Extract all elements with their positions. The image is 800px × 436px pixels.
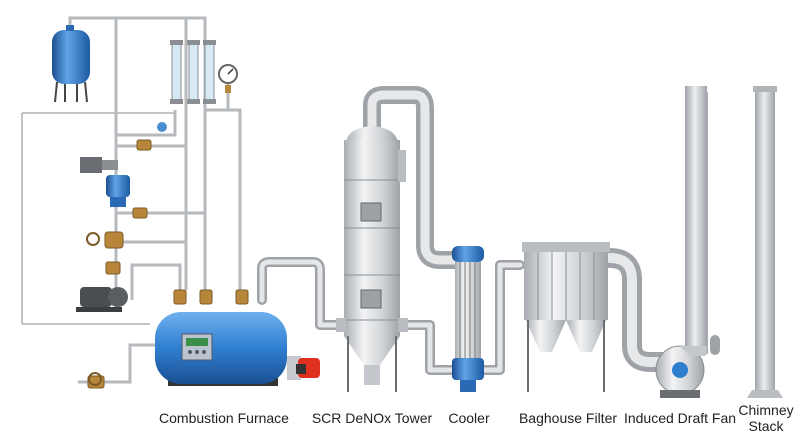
pump-icon (76, 287, 128, 312)
scr-denox-tower (336, 126, 408, 392)
label-chimney-line1: Chimney (738, 402, 794, 418)
label-baghouse-filter: Baghouse Filter (518, 410, 618, 426)
flue-duct (257, 86, 720, 375)
cooler (452, 246, 484, 392)
label-chimney-line2: Stack (748, 418, 784, 434)
service-piping (68, 16, 242, 384)
valve-icon (86, 122, 249, 389)
induced-draft-fan (655, 86, 708, 398)
label-scr-denox-tower: SCR DeNOx Tower (311, 410, 433, 426)
baghouse-filter (522, 242, 610, 392)
label-combustion-furnace: Combustion Furnace (159, 410, 289, 426)
control-valve-icon (80, 157, 130, 207)
chimney-stack (747, 86, 783, 398)
combustion-furnace (155, 312, 320, 386)
wall-outline (21, 112, 175, 325)
label-cooler: Cooler (448, 410, 490, 426)
label-chimney-stack: Chimney Stack (738, 402, 794, 434)
pressure-gauge-icon (218, 64, 238, 93)
label-induced-draft-fan: Induced Draft Fan (623, 410, 737, 426)
pressure-tank-icon (52, 25, 90, 103)
flowmeter-icon (170, 40, 216, 104)
